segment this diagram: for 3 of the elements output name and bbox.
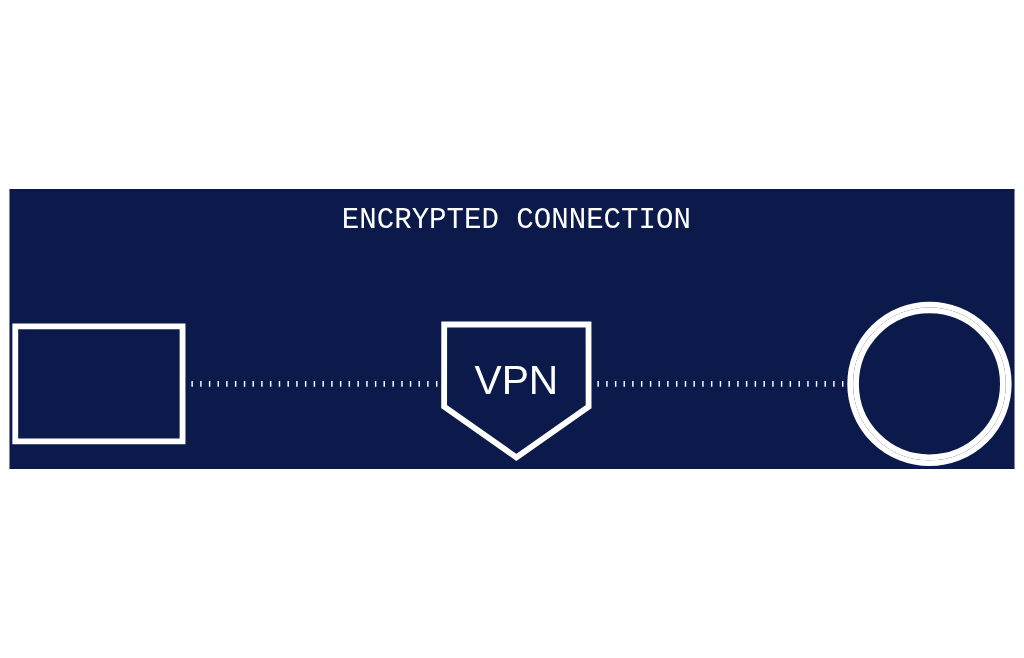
label: ENCRYPTED CONNECTION: [341, 204, 691, 238]
node-circle: [847, 301, 1012, 467]
node-box: [12, 323, 186, 445]
